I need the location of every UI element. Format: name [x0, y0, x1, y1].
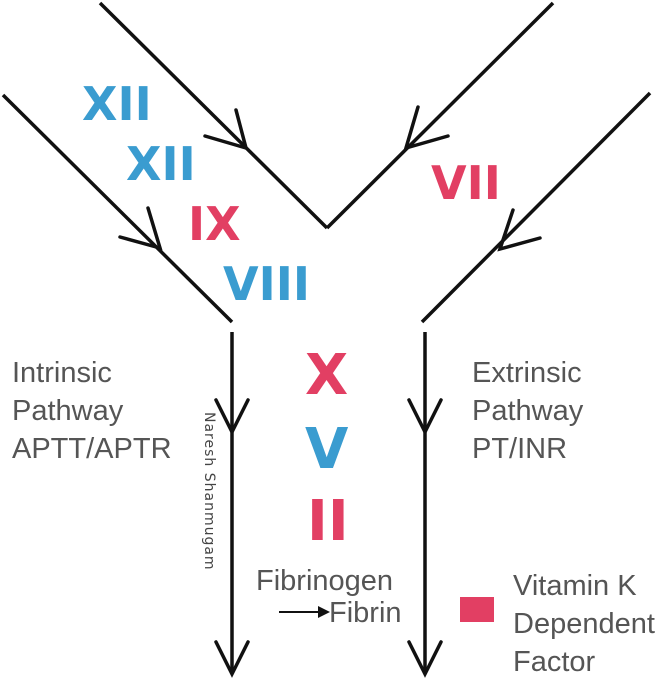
factor-ii: II: [307, 489, 349, 554]
factor-xii-1: XII: [82, 77, 152, 131]
intrinsic-label-line2: Pathway: [12, 395, 124, 427]
extrinsic-label-line3: PT/INR: [472, 433, 567, 465]
extrinsic-branch: [420, 91, 652, 324]
arrowhead-icon: [118, 206, 163, 251]
intrinsic-label-line3: APTT/APTR: [12, 433, 172, 465]
fibrin-label: Fibrin: [329, 597, 402, 629]
intrinsic-branch: [1, 93, 234, 324]
legend-swatch: [460, 597, 494, 622]
arrowhead-icon: [497, 208, 542, 252]
factor-viii: VIII: [223, 257, 310, 311]
author-credit: Naresh Shanmugam: [201, 412, 217, 571]
intrinsic-label-line1: Intrinsic: [12, 357, 112, 389]
factor-x: X: [305, 343, 348, 408]
factor-vii: VII: [431, 156, 501, 210]
small-arrow-icon: [318, 606, 330, 618]
factor-ix: IX: [188, 197, 241, 251]
arrowhead-icon: [214, 640, 250, 678]
extrinsic-label-line1: Extrinsic: [472, 357, 582, 389]
arrowhead-icon: [214, 398, 250, 436]
legend-line1: Vitamin K: [513, 570, 637, 602]
legend-line3: Factor: [513, 646, 596, 678]
arrowhead-icon: [407, 640, 443, 678]
inner-right-branch: [325, 1, 555, 230]
inner-left-branch: [98, 1, 329, 230]
arrowhead-icon: [403, 105, 450, 151]
arrowhead-icon: [203, 108, 249, 151]
extrinsic-label-line2: Pathway: [472, 395, 584, 427]
fibrinogen-label: Fibrinogen: [256, 565, 393, 597]
factor-xii-2: XII: [126, 137, 196, 191]
legend-line2: Dependent: [513, 608, 655, 640]
factor-v: V: [305, 417, 349, 482]
arrowhead-icon: [407, 398, 443, 436]
